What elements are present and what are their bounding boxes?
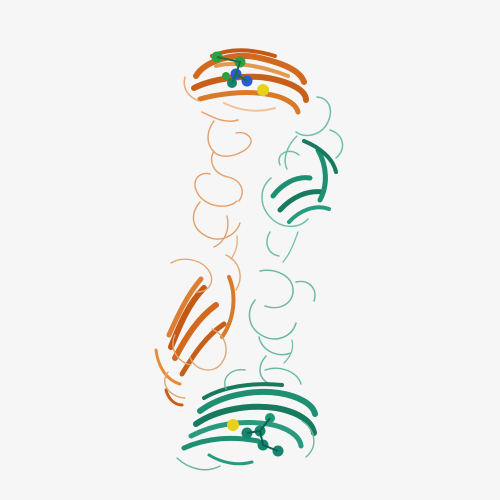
orange-loops-1 <box>192 120 252 248</box>
teal-upper-loops <box>261 96 344 257</box>
top-ligand-cluster <box>211 51 269 96</box>
teal-middle-loops <box>248 269 316 385</box>
orange-lower-domain <box>154 275 236 407</box>
teal-bottom-loops <box>176 367 315 471</box>
interdomain-linkers <box>230 231 299 364</box>
bottom-ligand-cluster <box>227 413 284 457</box>
teal-upper-domain <box>270 139 338 224</box>
teal-bottom-domain <box>181 382 318 466</box>
orange-lower-loops <box>164 254 241 399</box>
